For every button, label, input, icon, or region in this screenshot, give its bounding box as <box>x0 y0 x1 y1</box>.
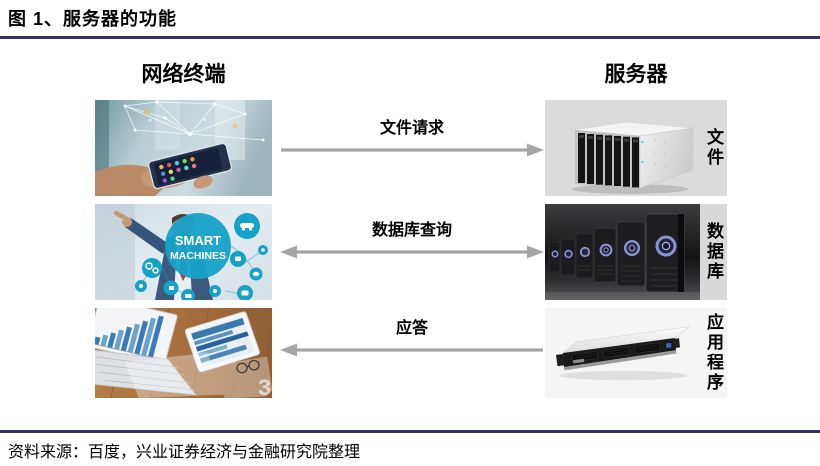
dot-icon-2 <box>213 289 217 293</box>
source-note: 资料来源：百度，兴业证券经济与金融研究院整理 <box>8 444 361 461</box>
footer-rule <box>0 430 820 433</box>
arrow-label-database-query: 数据库查询 <box>371 222 452 239</box>
database-server-photo <box>545 204 700 300</box>
database-server-towers <box>545 204 700 300</box>
file-label-strip: 文件 <box>700 100 727 196</box>
arrow-database-query: 数据库查询 <box>279 222 545 260</box>
arrow-right-icon <box>281 143 544 157</box>
server-block-database: 数据库 <box>545 204 727 300</box>
glasses-icon <box>236 359 260 374</box>
left-column-header: 网络终端 <box>141 63 226 86</box>
figure-title: 图 1、服务器的功能 <box>8 9 178 29</box>
tablet <box>184 311 260 373</box>
lock-icon <box>169 286 174 290</box>
dot-icon <box>139 284 143 288</box>
arrow-left-icon <box>280 343 543 357</box>
smartphone-photo <box>95 100 272 196</box>
photo-watermark-digit: 3 <box>258 375 271 398</box>
arrow-label-file-request: 文件请求 <box>379 120 444 137</box>
application-server-photo <box>545 308 700 398</box>
car-icon <box>240 223 254 231</box>
network-lines <box>124 101 264 141</box>
arrow-file-request: 文件请求 <box>279 120 545 158</box>
smart-machines-circle <box>165 213 231 279</box>
file-server-chassis <box>545 100 700 196</box>
server-label-application: 应用程序 <box>704 313 723 393</box>
phone <box>148 142 232 190</box>
terminal-photo-desk: 3 <box>95 308 272 398</box>
laptop-icon <box>185 294 192 298</box>
arrow-label-response: 应答 <box>395 320 428 337</box>
database-label-strip: 数据库 <box>700 204 727 300</box>
right-column-header: 服务器 <box>604 63 668 86</box>
smart-machines-text-line1: SMART <box>175 233 221 248</box>
server-label-database: 数据库 <box>704 222 723 282</box>
server-block-file: 文件 <box>545 100 727 196</box>
file-server-photo <box>545 100 700 196</box>
smart-machines-photo: SMART MACHINES <box>95 204 272 300</box>
server-label-file: 文件 <box>704 128 723 168</box>
server-block-application: 应用程序 <box>545 308 727 398</box>
terminal-photo-smartphone <box>95 100 272 196</box>
arrow-both-icon <box>280 245 544 259</box>
app-icon <box>235 256 241 261</box>
cloud-icon <box>252 271 260 277</box>
dot-icon-3 <box>261 248 265 252</box>
tower-row <box>548 213 685 293</box>
terminal-photo-smart-machines: SMART MACHINES <box>95 204 272 300</box>
server-led <box>666 342 672 349</box>
factory-icon <box>241 290 249 296</box>
desk-photo: 3 <box>95 308 272 398</box>
arrow-response: 应答 <box>279 320 545 358</box>
application-rack-server <box>545 308 700 398</box>
gears-icon <box>145 262 159 274</box>
laptop <box>95 308 197 396</box>
smart-machines-text-line2: MACHINES <box>170 250 226 262</box>
title-rule <box>0 36 820 39</box>
application-label-strip: 应用程序 <box>700 308 727 398</box>
